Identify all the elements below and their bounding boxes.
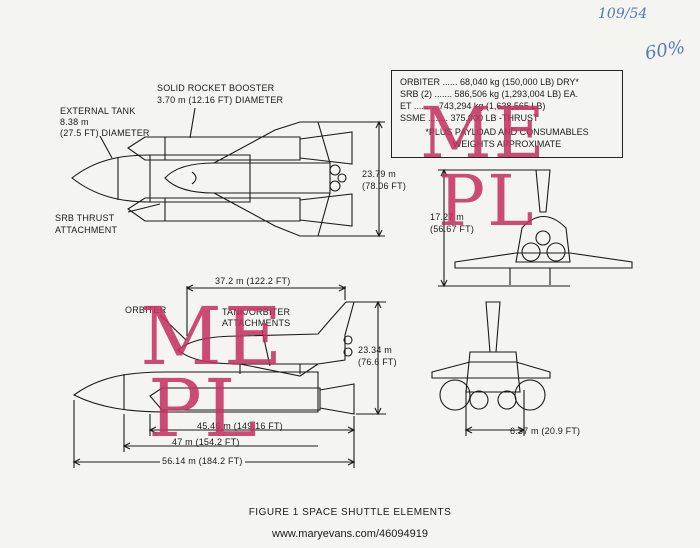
tank-orbiter-label: TANK/ORBITER [222,307,291,317]
side-view-shuttle [72,284,386,468]
top-view-shuttle [71,107,385,238]
stack-height-m: 23.34 m [358,345,392,355]
height-m: 17.27 m [430,212,464,222]
srb-attachment-label: ATTACHMENT [55,225,118,235]
et-diameter-m: 8.38 m [60,117,89,127]
wingspan-ft: (78.06 FT) [362,181,407,191]
weight-row-ssme: SSME ........ 375,000 LB -THRUST [400,113,539,123]
figure-caption: FIGURE 1 SPACE SHUTTLE ELEMENTS [248,507,452,518]
srb-length: 45.46 m (149.16 FT) [197,421,283,431]
total-length: 56.14 m (184.2 FT) [160,456,245,467]
weights-table: ORBITER ...... 68,040 kg (150,000 LB) DR… [391,70,623,158]
et-diameter-ft: (27.5 FT) DIAMETER [60,128,150,138]
et-label: EXTERNAL TANK [60,106,136,116]
weight-row-et: ET ......... 743,294 kg (1,638,565 LB) [400,101,546,111]
weights-approx: WEIGHTS APPROXIMATE [452,139,562,149]
watermark-pl-left: PL [148,362,259,455]
orbiter-label: ORBITER [125,305,167,315]
source-url[interactable]: www.maryevans.com/46094919 [272,528,428,540]
stack-height-ft: (76.6 FT) [358,357,397,367]
watermark-me-right: ME [420,92,547,174]
srb-label: SOLID ROCKET BOOSTER [157,83,275,93]
attachments-label: ATTACHMENTS [222,318,291,328]
wingspan-m: 23.79 m [362,169,396,179]
height-ft: (56.67 FT) [430,224,475,234]
et-length: 47 m (154.2 FT) [172,437,240,447]
weight-row-orbiter: ORBITER ...... 68,040 kg (150,000 LB) DR… [400,77,579,87]
srb-thrust-label: SRB THRUST [55,213,115,223]
handwritten-reference: 109/54 [598,6,648,22]
orbiter-length: 37.2 m (122.2 FT) [215,276,291,286]
rear-width: 6.37 m (20.9 FT) [510,426,581,436]
weights-note: *PLUS PAYLOAD AND CONSUMABLES [425,127,589,137]
front-view-upper [438,168,633,288]
srb-diameter: 3.70 m (12.16 FT) DIAMETER [157,95,284,105]
weight-row-srb: SRB (2) ....... 586,506 kg (1,293,004 LB… [400,89,579,99]
rear-view-shuttle [431,301,551,436]
watermark-me-left: ME [140,290,285,383]
watermark-pl-right: PL [438,160,536,242]
